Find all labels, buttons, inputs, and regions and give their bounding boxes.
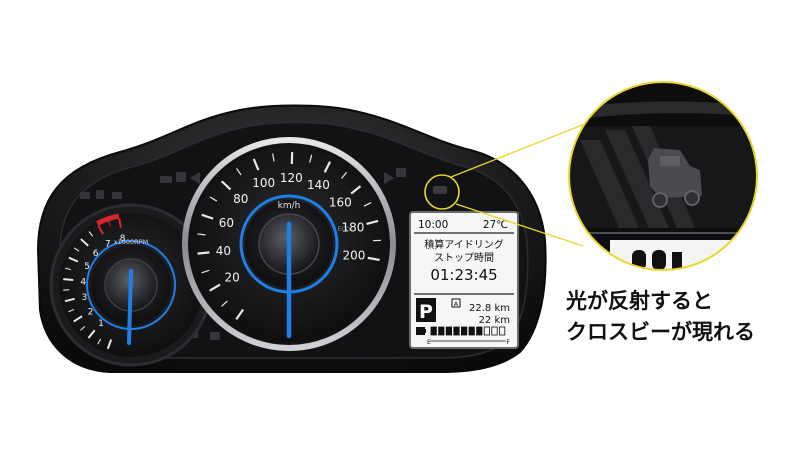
speedometer-tick	[323, 161, 332, 173]
speedometer-tick	[363, 202, 372, 207]
display-clock: 10:00	[418, 219, 448, 231]
tachometer-tick	[107, 220, 111, 227]
speedometer-tick	[309, 154, 313, 163]
tachometer-tick	[63, 278, 74, 281]
fuel-bar	[468, 326, 475, 336]
multi-information-display: 10:00 27℃ 積算アイドリング ストップ時間 01:23:45 P A 2…	[409, 211, 519, 349]
caption-line1: 光が反射すると	[566, 289, 713, 313]
fuel-bar	[438, 326, 445, 336]
speedometer-label: 140	[307, 178, 330, 192]
speedometer-tick	[201, 269, 210, 274]
tachometer-tick	[80, 238, 89, 247]
speedometer-label: 200	[343, 248, 366, 262]
speedometer-tick	[367, 256, 380, 262]
tachometer-label: 1	[98, 319, 104, 329]
tachometer-tick	[79, 325, 86, 331]
speedometer-label: 80	[233, 192, 248, 206]
speedometer-ticks	[197, 152, 381, 320]
tachometer-tick	[64, 267, 72, 271]
tachometer-ticks	[63, 217, 122, 350]
display-trip-b: 22 km	[479, 315, 510, 326]
speedometer-label: 60	[219, 216, 234, 230]
speedometer-tick	[221, 300, 228, 307]
tachometer-label: 5	[84, 262, 90, 272]
tachometer-tick	[64, 297, 75, 303]
speedometer-label: 180	[341, 220, 364, 234]
highlight-small-ring	[424, 174, 460, 210]
speedometer-tick	[272, 153, 275, 162]
tachometer-tick	[97, 224, 104, 235]
speedometer-tick	[341, 171, 348, 179]
fuel-bar	[498, 326, 506, 336]
speedometer-tick	[236, 168, 242, 176]
tachometer-tick	[73, 247, 80, 252]
tachometer-label: 4	[80, 277, 86, 287]
speedometer-label: 100	[252, 176, 275, 190]
highlight-callout	[424, 117, 601, 247]
display-gear: P	[419, 301, 433, 323]
display-temperature: 27℃	[483, 219, 508, 231]
fuel-bar	[483, 326, 491, 336]
speedometer-tick	[209, 283, 221, 292]
crossbee-icon-small	[433, 186, 447, 194]
tachometer-unit: x1000RPM	[114, 238, 148, 246]
speedometer-label: 20	[224, 270, 239, 284]
zoom-magnifier	[568, 81, 758, 271]
tachometer-label: 8	[120, 234, 126, 244]
speedometer-tick	[366, 219, 379, 226]
crossbee-car-icon	[648, 148, 702, 208]
tachometer-tick	[118, 217, 122, 229]
caption: 光が反射すると クロスビーが現れる	[566, 286, 802, 348]
tachometer-tick	[106, 339, 113, 350]
fuel-full-label: F	[507, 339, 511, 346]
tachometer-redzone	[96, 213, 120, 226]
speedometer-tick	[350, 185, 362, 195]
speedometer: 20 40 60 80 100 120 140 160 180 200 km/h ECO	[182, 137, 396, 351]
speedometer-label: 160	[329, 195, 352, 209]
zoom-ring	[568, 81, 758, 271]
tachometer-tick	[68, 308, 75, 313]
speedometer-tick	[197, 233, 206, 236]
display-title-line1: 積算アイドリング	[424, 238, 504, 251]
speedometer-label: 120	[280, 171, 303, 185]
speedometer-labels: 20 40 60 80 100 120 140 160 180 200	[216, 171, 366, 284]
tachometer-label: 2	[88, 307, 94, 317]
tachometer-tick	[68, 256, 79, 263]
tachometer-tick	[97, 338, 102, 345]
display-trip-a: 22.8 km	[469, 303, 510, 314]
tachometer-tick	[88, 231, 94, 237]
fuel-bar	[460, 326, 468, 336]
fuel-bars	[430, 326, 506, 336]
tachometer-needle	[127, 269, 133, 345]
display-idle-time: 01:23:45	[430, 266, 497, 284]
tachometer-label: 6	[93, 249, 99, 259]
speedometer-tick	[252, 158, 260, 171]
speedometer-tick	[201, 213, 214, 220]
speedometer-unit: km/h	[278, 201, 301, 211]
caption-line2: クロスビーが現れる	[566, 320, 755, 344]
speedometer-label: 40	[216, 244, 231, 258]
tachometer-label: 7	[105, 239, 111, 249]
speedometer-tick	[209, 196, 218, 202]
tachometer-label: 3	[82, 293, 88, 303]
fuel-bar	[491, 326, 498, 336]
fuel-bar	[476, 326, 483, 336]
speedometer-tick	[235, 308, 245, 320]
fuel-bar	[453, 326, 460, 336]
eco-indicator: ECO	[338, 226, 351, 233]
speedometer-tick	[197, 251, 210, 255]
tachometer-tick	[87, 329, 96, 339]
fuel-empty-label: E	[427, 339, 431, 346]
display-trip-a-marker: A	[454, 300, 459, 308]
tachometer-tick	[73, 315, 83, 323]
fuel-gauge: E F	[416, 326, 511, 346]
display-title-line2: ストップ時間	[434, 252, 494, 264]
fuel-pump-icon	[416, 327, 425, 335]
fuel-bar	[430, 326, 437, 336]
speedometer-tick	[220, 180, 232, 191]
fuel-bar	[445, 326, 453, 336]
